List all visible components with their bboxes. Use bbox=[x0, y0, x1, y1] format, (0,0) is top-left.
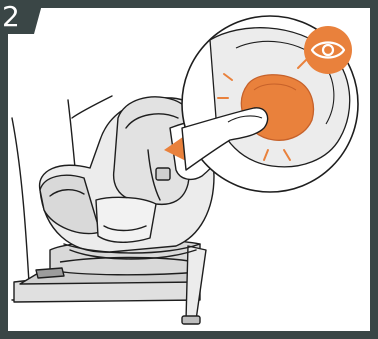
step-badge: 2 bbox=[0, 0, 42, 34]
press-indicator bbox=[217, 59, 307, 161]
step-number: 2 bbox=[2, 0, 20, 33]
eye-icon bbox=[304, 26, 352, 74]
child-car-seat bbox=[38, 96, 215, 260]
